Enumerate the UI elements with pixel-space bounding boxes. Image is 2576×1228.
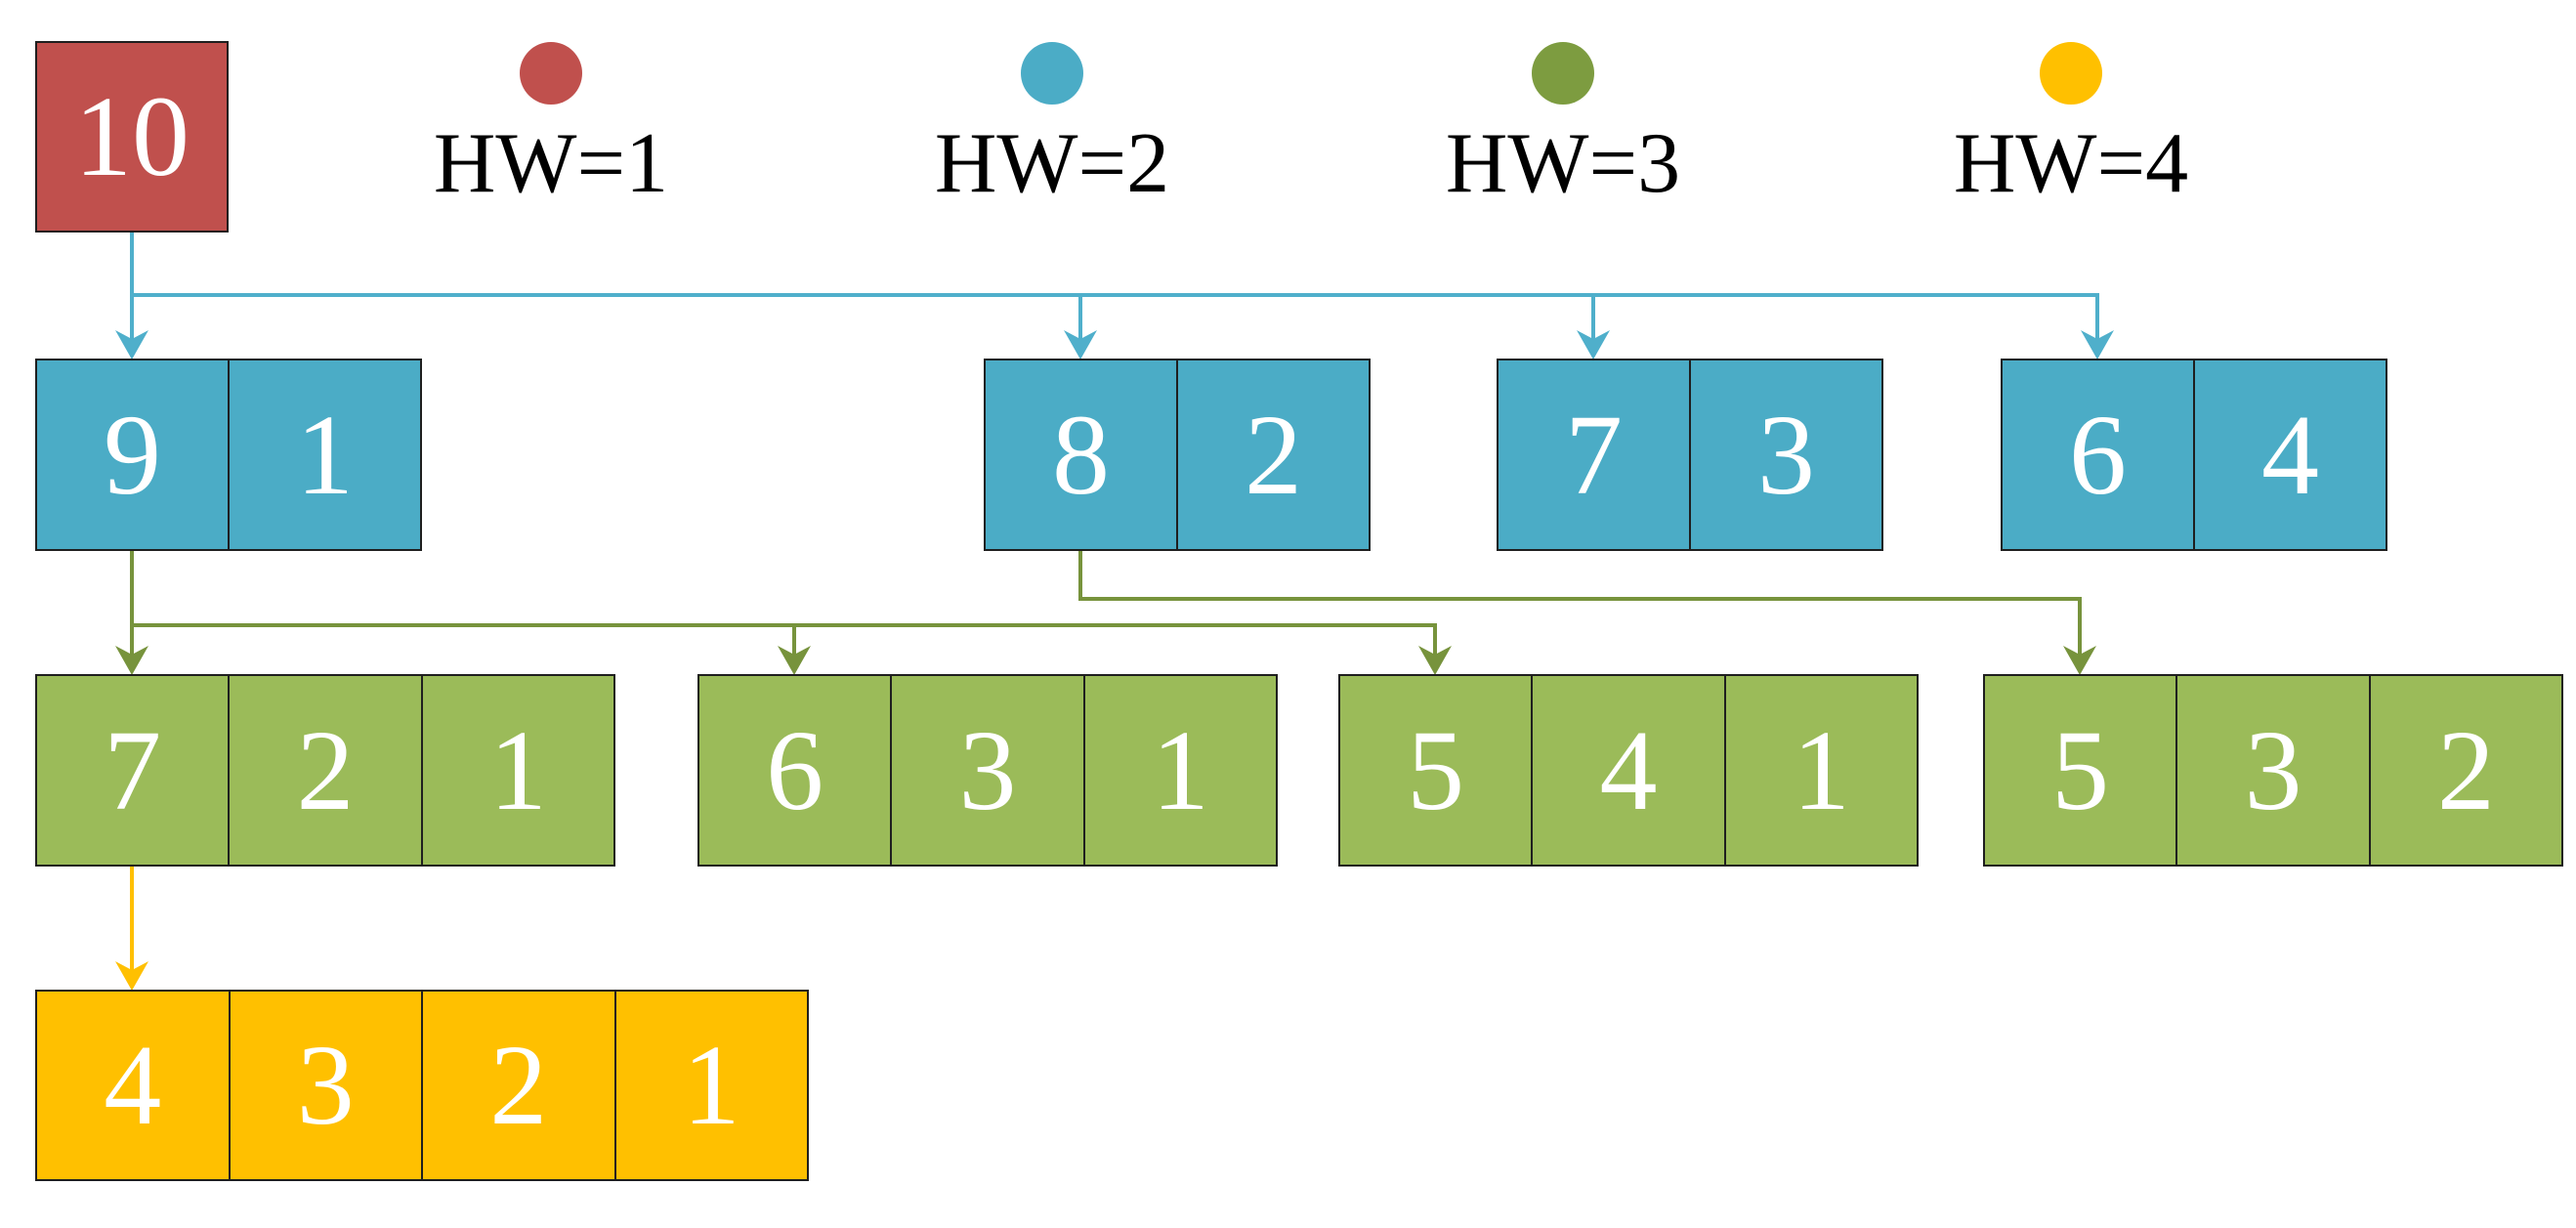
node-cell-value: 4 (104, 1021, 162, 1149)
node-cell-value: 4 (1531, 676, 1723, 865)
node-cell-value: 10 (74, 72, 190, 200)
legend-dot-hw1-icon (520, 42, 582, 105)
legend-label-hw2: HW=2 (934, 116, 1170, 211)
node-cell-value: 2 (2368, 676, 2561, 865)
arrowhead-icon (2081, 330, 2114, 360)
legend-dot-hw3-icon (1532, 42, 1594, 105)
node-cell-value: 3 (1689, 360, 1881, 549)
legend-dot-hw2-icon (1021, 42, 1083, 105)
node-cell-value: 5 (1407, 705, 1465, 834)
node-cell-value: 4 (2193, 360, 2386, 549)
legend-label-hw1: HW=1 (433, 116, 669, 211)
node-cell-value: 1 (420, 676, 613, 865)
node-cell-value: 2 (1176, 360, 1369, 549)
node-10: 10 (35, 41, 229, 233)
node-cell-value: 3 (890, 676, 1082, 865)
arrowhead-icon (115, 330, 148, 360)
arrowhead-icon (115, 961, 148, 991)
node-cell-value: 7 (104, 705, 162, 834)
arrowhead-icon (1064, 330, 1097, 360)
arrowhead-icon (1418, 646, 1452, 675)
node-cell-value: 5 (2051, 705, 2110, 834)
node-cell-value: 6 (766, 705, 824, 834)
arrowhead-icon (778, 646, 811, 675)
node-cell-value: 1 (613, 992, 808, 1179)
legend-dot-hw4-icon (2040, 42, 2102, 105)
arrowhead-icon (115, 646, 148, 675)
node-cell-value: 1 (1723, 676, 1917, 865)
node-cell-value: 2 (228, 676, 420, 865)
arrowhead-icon (1577, 330, 1610, 360)
node-cell-value: 3 (2175, 676, 2368, 865)
node-cell-value: 8 (1052, 390, 1110, 519)
node-cell-value: 1 (1082, 676, 1276, 865)
node-cell-value: 9 (104, 390, 161, 519)
node-cell-value: 6 (2069, 390, 2127, 519)
arrowhead-icon (2063, 646, 2096, 675)
legend-label-hw4: HW=4 (1953, 116, 2189, 211)
node-cell-value: 2 (421, 992, 614, 1179)
node-cell-value: 3 (228, 992, 422, 1179)
node-cell-value: 7 (1565, 390, 1623, 519)
node-cell-value: 1 (228, 360, 420, 549)
legend-label-hw3: HW=3 (1445, 116, 1681, 211)
